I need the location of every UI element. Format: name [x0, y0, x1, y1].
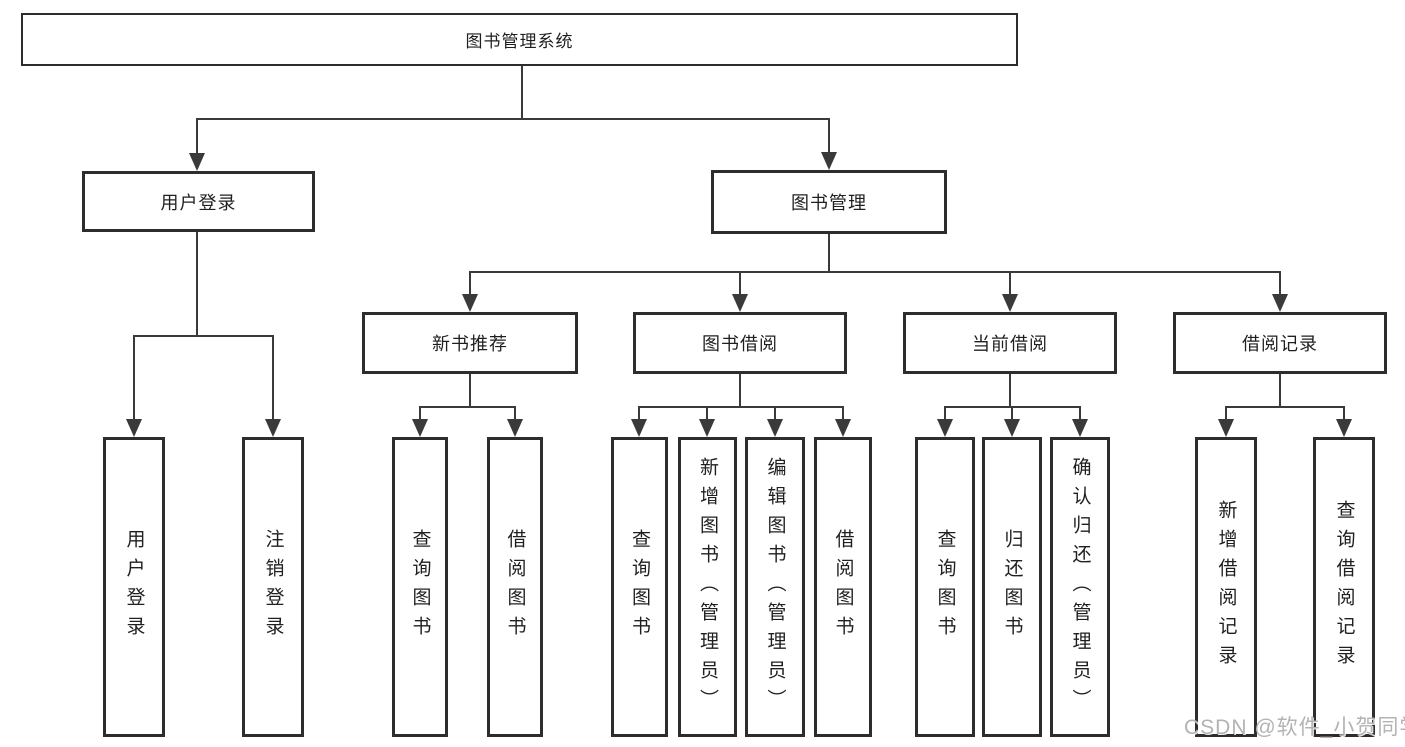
arrow-down-icon: [1336, 419, 1352, 437]
node-label: 借阅图书: [832, 529, 854, 645]
node-label: 图书借阅: [702, 334, 778, 354]
node-label: 图书管理系统: [465, 32, 574, 51]
node-new-book-recommend: 新书推荐: [362, 312, 578, 374]
connector-line: [469, 271, 1281, 273]
arrow-down-icon: [462, 294, 478, 312]
node-label: 查询图书: [629, 529, 650, 645]
connector-line: [196, 118, 198, 156]
arrow-down-icon: [821, 152, 837, 170]
connector-line: [272, 335, 274, 421]
node-label: 确认归还（管理员）: [1069, 456, 1091, 718]
leaf-confirm-return-admin: 确认归还（管理员）: [1050, 437, 1110, 737]
node-book-management: 图书管理: [711, 170, 947, 234]
leaf-borrow-books: 借阅图书: [814, 437, 872, 737]
connector-line: [196, 118, 830, 120]
node-borrow-records: 借阅记录: [1173, 312, 1387, 374]
node-label: 查询图书: [409, 529, 431, 645]
connector-line: [419, 406, 421, 421]
leaf-query-borrow-record: 查询借阅记录: [1313, 437, 1375, 737]
leaf-edit-books-admin: 编辑图书（管理员）: [745, 437, 805, 737]
node-label: 借阅图书: [504, 529, 526, 645]
connector-line: [469, 271, 471, 297]
leaf-logout: 注销登录: [242, 437, 304, 737]
node-label: 图书管理: [791, 193, 867, 213]
node-label: 新书推荐: [432, 334, 508, 354]
leaf-recommend-query-books: 查询图书: [392, 437, 448, 737]
connector-line: [774, 406, 776, 421]
connector-line: [1079, 406, 1081, 421]
arrow-down-icon: [1004, 419, 1020, 437]
arrow-down-icon: [835, 419, 851, 437]
node-label: 新增借阅记录: [1215, 500, 1237, 674]
connector-line: [1279, 374, 1281, 408]
arrow-down-icon: [189, 153, 205, 171]
connector-line: [1279, 271, 1281, 297]
node-label: 归还图书: [1001, 529, 1023, 645]
connector-line: [842, 406, 844, 421]
node-label: 用户登录: [123, 529, 145, 645]
arrow-down-icon: [507, 419, 523, 437]
connector-line: [1225, 406, 1345, 408]
arrow-down-icon: [631, 419, 647, 437]
connector-line: [706, 406, 708, 421]
connector-line: [828, 118, 830, 156]
connector-line: [514, 406, 516, 421]
leaf-add-books-admin: 新增图书（管理员）: [678, 437, 737, 737]
connector-line: [133, 335, 274, 337]
node-label: 查询图书: [934, 529, 956, 645]
node-label: 注销登录: [262, 529, 284, 645]
connector-line: [1011, 406, 1013, 421]
arrow-down-icon: [1272, 294, 1288, 312]
connector-line: [1009, 271, 1011, 297]
node-label: 新增图书（管理员）: [697, 456, 718, 718]
connector-line: [133, 335, 135, 421]
arrow-down-icon: [1002, 294, 1018, 312]
arrow-down-icon: [767, 419, 783, 437]
leaf-return-books: 归还图书: [982, 437, 1042, 737]
node-label: 借阅记录: [1242, 334, 1318, 354]
leaf-add-borrow-record: 新增借阅记录: [1195, 437, 1257, 737]
connector-line: [1343, 406, 1345, 421]
connector-line: [1009, 374, 1011, 408]
node-user-login: 用户登录: [82, 171, 315, 232]
arrow-down-icon: [1072, 419, 1088, 437]
arrow-down-icon: [937, 419, 953, 437]
arrow-down-icon: [1218, 419, 1234, 437]
arrow-down-icon: [412, 419, 428, 437]
node-root-system: 图书管理系统: [21, 13, 1018, 66]
node-label: 当前借阅: [972, 334, 1048, 354]
connector-line: [419, 406, 516, 408]
connector-line: [638, 406, 640, 421]
node-label: 查询借阅记录: [1333, 500, 1355, 674]
connector-line: [739, 374, 741, 408]
node-label: 编辑图书（管理员）: [764, 456, 786, 718]
connector-line: [521, 65, 523, 120]
leaf-recommend-borrow-books: 借阅图书: [487, 437, 543, 737]
connector-line: [828, 234, 830, 273]
connector-line: [196, 232, 198, 337]
connector-line: [739, 271, 741, 297]
arrow-down-icon: [126, 419, 142, 437]
arrow-down-icon: [732, 294, 748, 312]
node-book-borrow: 图书借阅: [633, 312, 847, 374]
connector-line: [469, 374, 471, 408]
arrow-down-icon: [699, 419, 715, 437]
connector-line: [944, 406, 946, 421]
node-current-borrow: 当前借阅: [903, 312, 1117, 374]
leaf-borrow-query-books: 查询图书: [611, 437, 668, 737]
connector-line: [638, 406, 844, 408]
connector-line: [1225, 406, 1227, 421]
node-label: 用户登录: [160, 192, 237, 213]
leaf-user-login: 用户登录: [103, 437, 165, 737]
csdn-watermark: CSDN @软件_小贺同学: [1184, 716, 1405, 739]
leaf-current-query-books: 查询图书: [915, 437, 975, 737]
arrow-down-icon: [265, 419, 281, 437]
